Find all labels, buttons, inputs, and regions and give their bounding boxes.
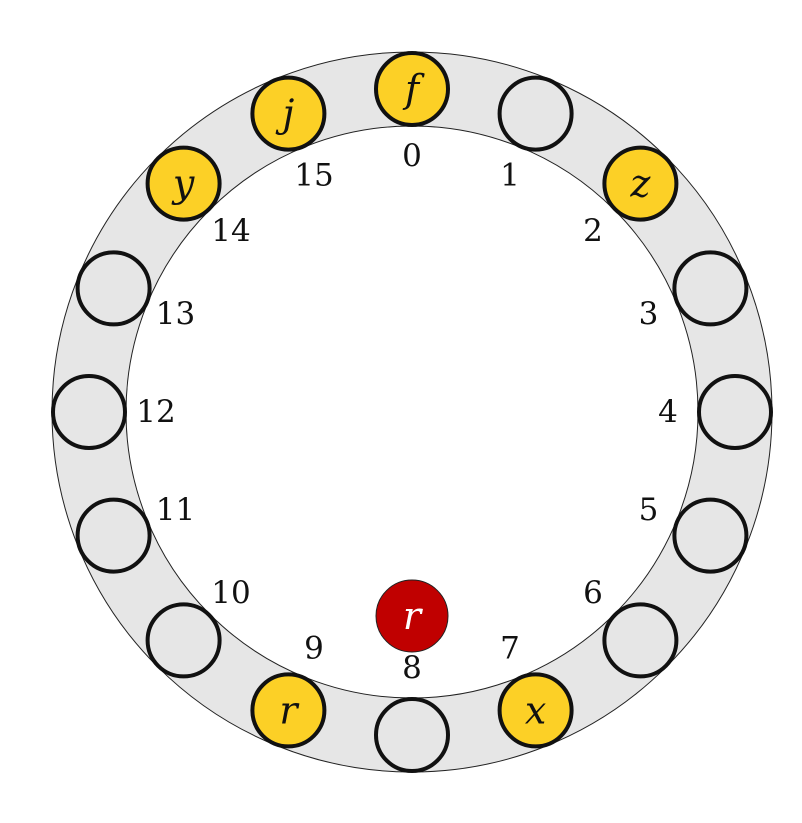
slot-label-3: 3 — [639, 296, 659, 332]
slot-node-circle — [250, 75, 327, 152]
slot-node-11 — [75, 497, 152, 574]
slot-node-6 — [602, 602, 679, 679]
slot-node-circle — [602, 602, 679, 679]
slot-node-7: x — [497, 672, 574, 749]
slot-label-4: 4 — [658, 394, 678, 430]
slot-node-circle — [145, 602, 222, 679]
slot-label-2: 2 — [583, 213, 603, 249]
slot-node-circle — [497, 75, 574, 152]
slot-label-7: 7 — [500, 631, 520, 667]
slot-node-circle — [374, 51, 450, 127]
slot-node-circle — [250, 672, 327, 749]
slot-node-15: j — [250, 75, 327, 152]
slot-node-0: f — [374, 51, 450, 127]
slot-node-circle — [145, 145, 222, 222]
slot-node-circle — [672, 497, 749, 574]
slot-node-10 — [145, 602, 222, 679]
slot-node-2: z — [602, 145, 679, 222]
slot-node-letter: x — [525, 688, 546, 732]
slot-label-9: 9 — [304, 631, 324, 667]
slot-node-1 — [497, 75, 574, 152]
slot-node-circle — [374, 697, 450, 773]
slot-label-1: 1 — [500, 158, 520, 194]
slot-label-10: 10 — [211, 575, 250, 611]
slot-node-circle — [697, 374, 773, 450]
center-circle — [375, 579, 449, 653]
slot-node-13 — [75, 250, 152, 327]
slot-node-circle — [672, 250, 749, 327]
slot-label-8: 8 — [402, 650, 422, 686]
slot-node-circle — [75, 250, 152, 327]
slot-node-3 — [672, 250, 749, 327]
slot-label-15: 15 — [294, 158, 333, 194]
slot-node-9: r — [250, 672, 327, 749]
slot-label-5: 5 — [639, 492, 659, 528]
center-letter: r — [403, 594, 424, 638]
slot-node-circle — [75, 497, 152, 574]
slot-node-12 — [51, 374, 127, 450]
slot-node-4 — [697, 374, 773, 450]
slot-node-letter: y — [171, 162, 195, 206]
slot-node-14: y — [145, 145, 222, 222]
slot-node-letter: r — [279, 688, 300, 732]
slot-node-5 — [672, 497, 749, 574]
slot-node-8 — [374, 697, 450, 773]
slot-label-6: 6 — [583, 575, 603, 611]
slot-label-12: 12 — [136, 394, 175, 430]
center-node: r — [375, 579, 449, 653]
slot-nodes: f z x r y j — [51, 51, 773, 773]
slot-label-0: 0 — [402, 138, 422, 174]
slot-node-letter: z — [629, 162, 651, 206]
slot-node-circle — [602, 145, 679, 222]
slot-node-circle — [497, 672, 574, 749]
slot-label-11: 11 — [156, 492, 195, 528]
slot-node-circle — [51, 374, 127, 450]
slot-label-13: 13 — [156, 296, 195, 332]
slot-label-14: 14 — [211, 213, 250, 249]
